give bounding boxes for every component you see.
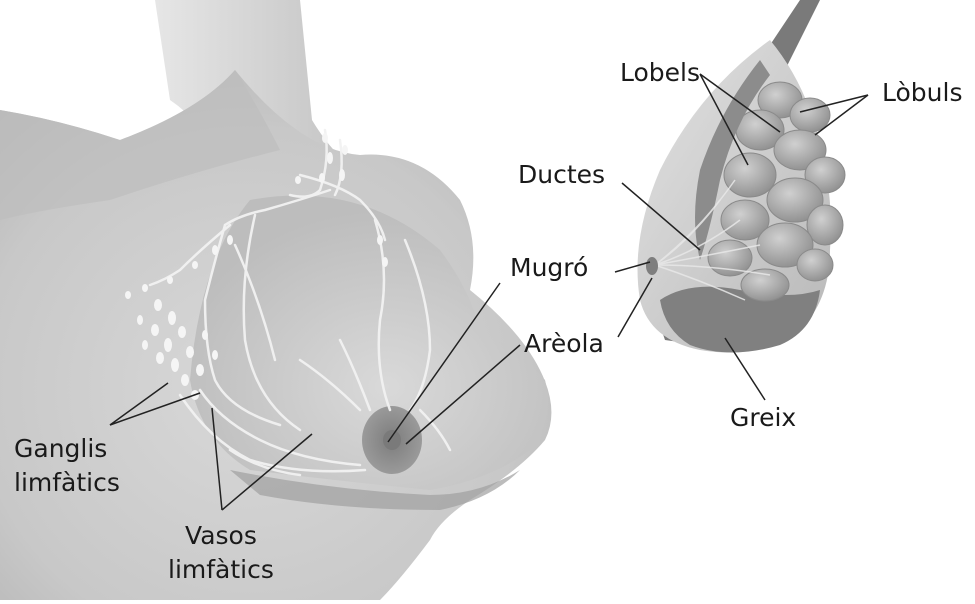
label-vasos-limfatics: Vasos limfàtics xyxy=(168,519,274,587)
label-ganglis-line2: limfàtics xyxy=(14,466,120,500)
torso-illustration xyxy=(0,0,551,600)
label-lobels: Lobels xyxy=(620,58,700,88)
label-ganglis-line1: Ganglis xyxy=(14,432,120,466)
label-mugro: Mugró xyxy=(510,253,588,283)
label-ganglis-limfatics: Ganglis limfàtics xyxy=(14,432,120,500)
breast-cross-section xyxy=(638,0,846,353)
label-vasos-line2: limfàtics xyxy=(168,553,274,587)
label-greix: Greix xyxy=(730,403,796,433)
label-vasos-line1: Vasos xyxy=(168,519,274,553)
cross-section-nipple xyxy=(646,257,658,275)
label-areola: Arèola xyxy=(524,329,604,359)
nipple xyxy=(383,430,401,450)
label-lobuls: Lòbuls xyxy=(882,78,962,108)
label-ductes: Ductes xyxy=(518,160,605,190)
